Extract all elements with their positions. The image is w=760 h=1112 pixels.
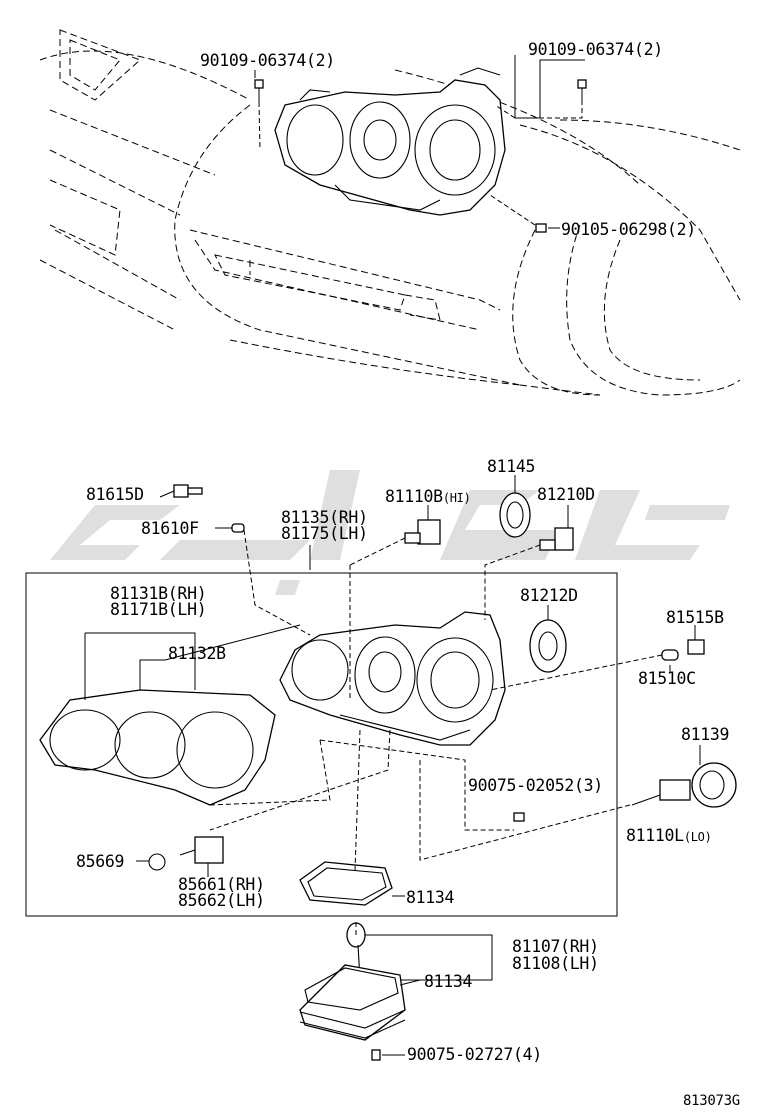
screw-right-icon [535, 223, 547, 233]
label-85662: 85662(LH) [178, 891, 265, 910]
cap-81212d-icon [529, 619, 567, 673]
car-front-outline [39, 29, 741, 396]
label-81135: 81135(RH) [281, 508, 368, 527]
assembly-frame [25, 572, 618, 917]
label-81134-ballast: 81134 [424, 972, 473, 991]
label-81212d: 81212D [520, 586, 578, 605]
wedge-bulb-81610f-icon [231, 523, 245, 533]
bulb-81615d-icon [173, 484, 203, 498]
label-81134-gasket: 81134 [406, 888, 455, 907]
label-81145: 81145 [487, 457, 536, 476]
label-81510c: 81510C [638, 669, 696, 688]
headlamp-housing-installed [274, 79, 506, 216]
ballast-computer [299, 922, 406, 1061]
bulb-81210d-icon [539, 527, 574, 551]
bulb-85661-icon [179, 836, 224, 864]
screw-90075-02052-icon [513, 812, 525, 822]
hi-beam-bulb-icon [404, 519, 441, 545]
label-81515b: 81515B [666, 608, 724, 627]
label-81110l-code: 81110L [626, 826, 684, 845]
label-81175: 81175(LH) [281, 524, 368, 543]
bulb-81510c-icon [661, 649, 679, 661]
label-81110l-suffix: (LO) [683, 830, 712, 844]
ring-81139-icon [691, 762, 737, 808]
label-81110b-suffix: (HI) [442, 491, 471, 505]
label-85669: 85669 [76, 852, 125, 871]
label-81108: 81108(LH) [512, 954, 599, 973]
socket-cover-81145-icon [499, 492, 531, 538]
o-ring-85669-icon [148, 853, 166, 871]
label-81110b: 81110B(HI) [385, 488, 471, 507]
headlamp-housing-unit [279, 611, 506, 746]
label-81107: 81107(RH) [512, 937, 599, 956]
gasket-81134-icon [299, 861, 393, 906]
label-bolt-top-right: 90109-06374(2) [528, 40, 663, 59]
label-screw-right: 90105-06298(2) [561, 220, 696, 239]
leader-lines [84, 475, 701, 1056]
label-81132b: 81132B [168, 644, 226, 663]
label-85661: 85661(RH) [178, 875, 265, 894]
label-81131b: 81131B(RH) [110, 584, 207, 603]
bolt-top-right-icon [577, 79, 587, 100]
bolt-top-left-icon [254, 79, 264, 102]
label-90075-02727: 90075-02727(4) [407, 1045, 542, 1064]
label-81110l: 81110L(LO) [626, 827, 712, 846]
label-81171b: 81171B(LH) [110, 600, 207, 619]
label-81139: 81139 [681, 725, 730, 744]
watermark-logo [50, 470, 730, 595]
lo-beam-bulb-icon [631, 779, 691, 806]
label-81210d: 81210D [537, 485, 595, 504]
label-81615d: 81615D [86, 485, 144, 504]
socket-81515b-icon [687, 639, 705, 655]
label-81110b-code: 81110B [385, 487, 443, 506]
label-90075-02052: 90075-02052(3) [468, 776, 603, 795]
label-bolt-top-left: 90109-06374(2) [200, 51, 335, 70]
headlamp-lens [39, 689, 276, 806]
label-81610f: 81610F [141, 519, 199, 538]
diagram-code: 813073G [683, 1093, 740, 1109]
